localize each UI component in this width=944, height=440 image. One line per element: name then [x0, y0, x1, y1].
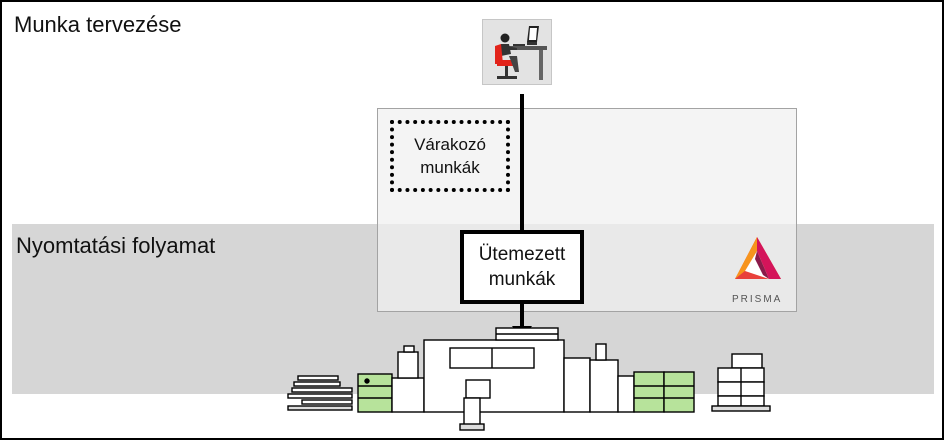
prisma-panel: [377, 108, 797, 312]
boxes-icon: [711, 353, 771, 412]
printing-zone-label: Nyomtatási folyamat: [16, 233, 216, 258]
waiting-jobs-line1: Várakozó: [414, 135, 486, 154]
paper-stack-icon: [287, 375, 353, 411]
workstation-icon: [482, 19, 552, 85]
prisma-wordmark: PRISMA: [732, 294, 783, 305]
waiting-jobs-box: Várakozó munkák: [390, 120, 510, 192]
waiting-jobs-line2: munkák: [420, 158, 480, 177]
scheduled-jobs-line1: Ütemezett: [478, 244, 566, 265]
planning-zone-label: Munka tervezése: [14, 12, 182, 37]
scheduled-jobs-line2: munkák: [488, 269, 556, 290]
scheduled-jobs-box: Ütemezett munkák: [460, 230, 584, 304]
